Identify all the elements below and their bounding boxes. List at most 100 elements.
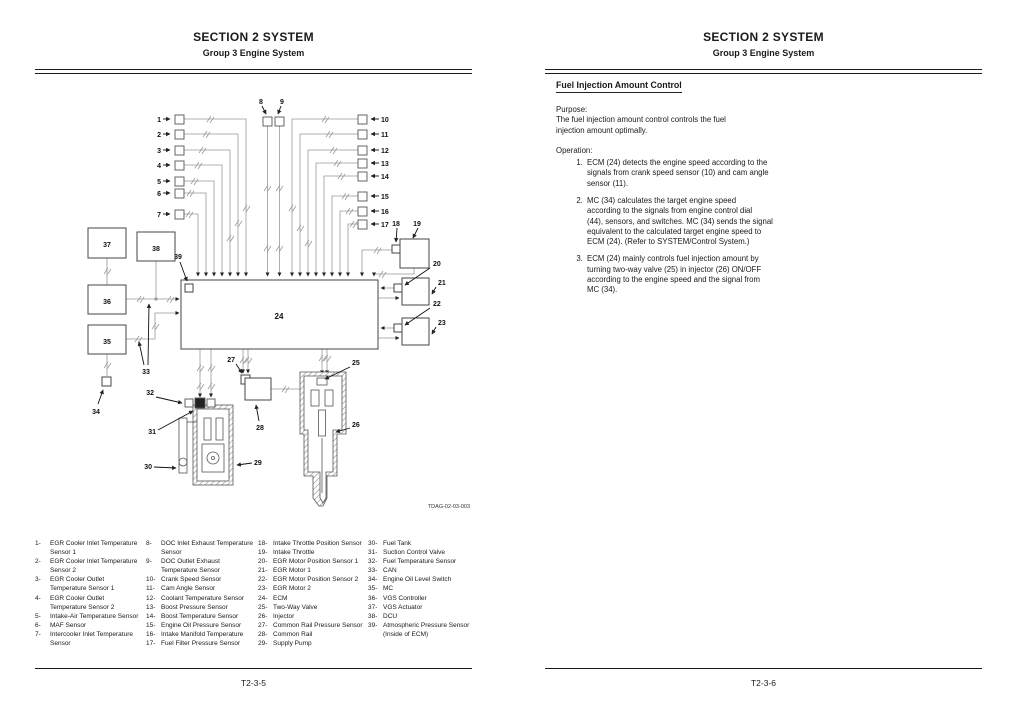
label-38-dcu: 38: [152, 246, 160, 253]
label-34: 34: [92, 409, 100, 416]
sensor-nodes: [174, 114, 368, 230]
legend-number: 15-: [146, 621, 156, 629]
label-25: 25: [352, 360, 360, 367]
legend-text: Fuel Tank: [383, 540, 412, 547]
egr-motor1-box: [401, 277, 430, 306]
legend-text: CAN: [383, 567, 397, 575]
legend-text: Crank Speed Sensor: [161, 576, 222, 584]
legend-number: 17-: [146, 640, 156, 648]
page-right: SECTION 2 SYSTEM Group 3 Engine System F…: [510, 0, 1019, 724]
legend-text: VGS Actuator: [383, 603, 423, 611]
legend-number: 33-: [368, 567, 378, 575]
purpose-text: The fuel injection amount control contro…: [556, 115, 726, 135]
legend-item: 32- Fuel Temperature Sensor: [368, 557, 475, 566]
section-title: SECTION 2 SYSTEM: [703, 30, 824, 44]
legend-text: EGR Cooler Inlet Temperature Sensor 2: [50, 558, 138, 575]
label-37-vgs-actuator: 37: [103, 242, 111, 249]
label-7: 7: [157, 212, 161, 219]
legend-number: 21-: [258, 567, 268, 575]
legend-number: 28-: [258, 630, 268, 638]
legend-number: 1-: [35, 540, 41, 547]
legend-number: 36-: [368, 594, 378, 602]
legend-text: Intake-Air Temperature Sensor: [50, 612, 139, 620]
figure-code: TDAG-02-03-003: [428, 504, 470, 510]
legend-number: 30-: [368, 540, 378, 547]
legend-item: 17- Fuel Filter Pressure Sensor: [146, 639, 258, 648]
label-23: 23: [438, 320, 446, 327]
legend-text: EGR Motor Position Sensor 1: [273, 558, 359, 566]
label-35-mc: 35: [103, 339, 111, 346]
legend-text: Fuel Filter Pressure Sensor: [161, 640, 241, 648]
label-31: 31: [148, 429, 156, 436]
footer-rule: [545, 668, 982, 669]
legend-item: 21- EGR Motor 1: [258, 566, 368, 575]
legend-item: 13-Boost Pressure Sensor: [146, 603, 258, 612]
legend-text: EGR Cooler Outlet Temperature Sensor 1: [50, 576, 115, 593]
egr-position-sensor1-node: [393, 283, 403, 293]
legend-text: Boost Temperature Sensor: [161, 612, 239, 620]
legend-text: ECM: [273, 594, 288, 602]
operation-step: ECM (24) mainly controls fuel injection …: [585, 254, 886, 295]
legend-item: 23-EGR Motor 2: [258, 584, 368, 593]
legend-item: 26-Injector: [258, 612, 368, 621]
vgs-controller-box: [87, 284, 127, 315]
legend-number: 7-: [35, 630, 41, 638]
legend-item: 35-MC: [368, 584, 475, 593]
legend-text: Engine Oil Pressure Sensor: [161, 621, 242, 629]
operation-step-text: ECM (24) detects the engine speed accord…: [587, 158, 769, 188]
label-21: 21: [438, 280, 446, 287]
legend-item: 39-Atmospheric Pressure Sensor (Inside o…: [368, 621, 475, 639]
label-9: 9: [280, 99, 284, 106]
legend-number: 5-: [35, 612, 41, 620]
label-28: 28: [256, 425, 264, 432]
legend-item: 33- CAN: [368, 566, 475, 575]
legend-number: 26-: [258, 612, 268, 620]
page-left: SECTION 2 SYSTEM Group 3 Engine System: [35, 30, 475, 688]
header-rule: [545, 69, 982, 74]
operation-label: Operation:: [556, 145, 593, 155]
legend-number: 29-: [258, 640, 268, 648]
legend-number: 3-: [35, 576, 41, 584]
legend-number: 11-: [146, 585, 155, 593]
legend-number: 31-: [368, 549, 378, 557]
legend-text: EGR Cooler Inlet Temperature Sensor 1: [50, 540, 138, 557]
group-subtitle: Group 3 Engine System: [202, 48, 305, 58]
label-29: 29: [254, 460, 262, 467]
legend-item: 25-Two-Way Valve: [258, 603, 368, 612]
legend-number: 38-: [368, 612, 378, 620]
page-header: SECTION 2 SYSTEM Group 3 Engine System: [545, 30, 982, 58]
operation-step-text: MC (34) calculates the target engine spe…: [587, 195, 773, 247]
legend-text: Two-Way Valve: [273, 603, 318, 611]
legend-number: 32-: [368, 558, 378, 566]
legend-item: 29-Supply Pump: [258, 639, 368, 648]
legend-item: 7- Intercooler Inlet Temperature Sensor: [35, 630, 146, 648]
vgs-actuator-box: [87, 227, 127, 259]
legend-item: 19-Intake Throttle: [258, 548, 368, 557]
page-header: SECTION 2 SYSTEM Group 3 Engine System: [35, 30, 472, 58]
mc-box: [87, 324, 127, 355]
header-rule: [35, 69, 472, 74]
page-number: T2-3-6: [750, 678, 777, 688]
legend-text: EGR Cooler Outlet Temperature Sensor 2: [50, 594, 115, 611]
legend-text: Fuel Temperature Sensor: [383, 558, 457, 566]
label-16: 16: [381, 209, 389, 216]
label-39: 39: [174, 254, 182, 261]
engine-system-diagram: 1 2 3 4 5 6 7 8 9 10 11 12 13 14 15 16 1…: [87, 99, 470, 510]
legend-item: 28-Common Rail: [258, 630, 368, 639]
legend-text: Atmospheric Pressure Sensor (Inside of E…: [383, 621, 470, 638]
legend-item: 10-Crank Speed Sensor: [146, 575, 258, 584]
legend-text: Coolant Temperature Sensor: [161, 594, 244, 602]
label-3: 3: [157, 148, 161, 155]
operation-step-text: ECM (24) mainly controls fuel injection …: [587, 254, 762, 295]
legend-number: 19-: [258, 549, 268, 557]
legend-text: Intercooler Inlet Temperature Sensor: [50, 630, 133, 648]
legend-item: 14-Boost Temperature Sensor: [146, 612, 258, 621]
legend-text: EGR Motor 1: [273, 567, 311, 575]
legend: 1- EGR Cooler Inlet Temperature Sensor 1 2…: [35, 539, 475, 648]
legend-item: 3- EGR Cooler Outlet Temperature Sensor 1: [35, 575, 146, 593]
label-26: 26: [352, 422, 360, 429]
legend-text: Common Rail Pressure Sensor: [273, 621, 363, 629]
label-4: 4: [157, 163, 161, 170]
